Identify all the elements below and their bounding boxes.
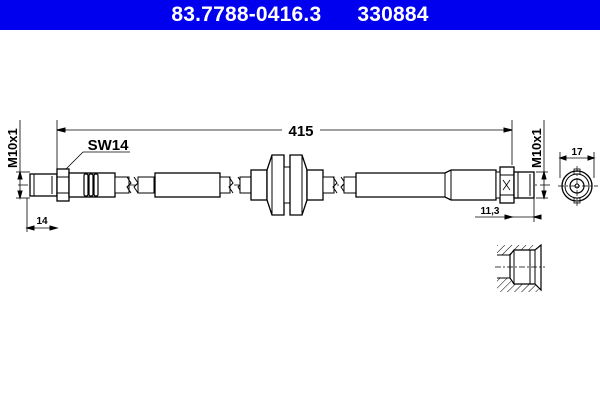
left-length-label: 14 [36,216,48,227]
right-thread-label: M10x1 [529,128,544,168]
reference-number: 330884 [357,3,429,26]
end-view-diameter-label: 17 [571,147,583,158]
overall-length-label: 415 [288,123,313,140]
title-bar: 83.7788-0416.3 330884 [0,0,600,30]
left-thread-label: M10x1 [5,128,20,168]
right-length-label: 11,3 [481,206,500,217]
part-number: 83.7788-0416.3 [171,3,322,26]
left-wrench-size-label: SW14 [88,137,130,154]
